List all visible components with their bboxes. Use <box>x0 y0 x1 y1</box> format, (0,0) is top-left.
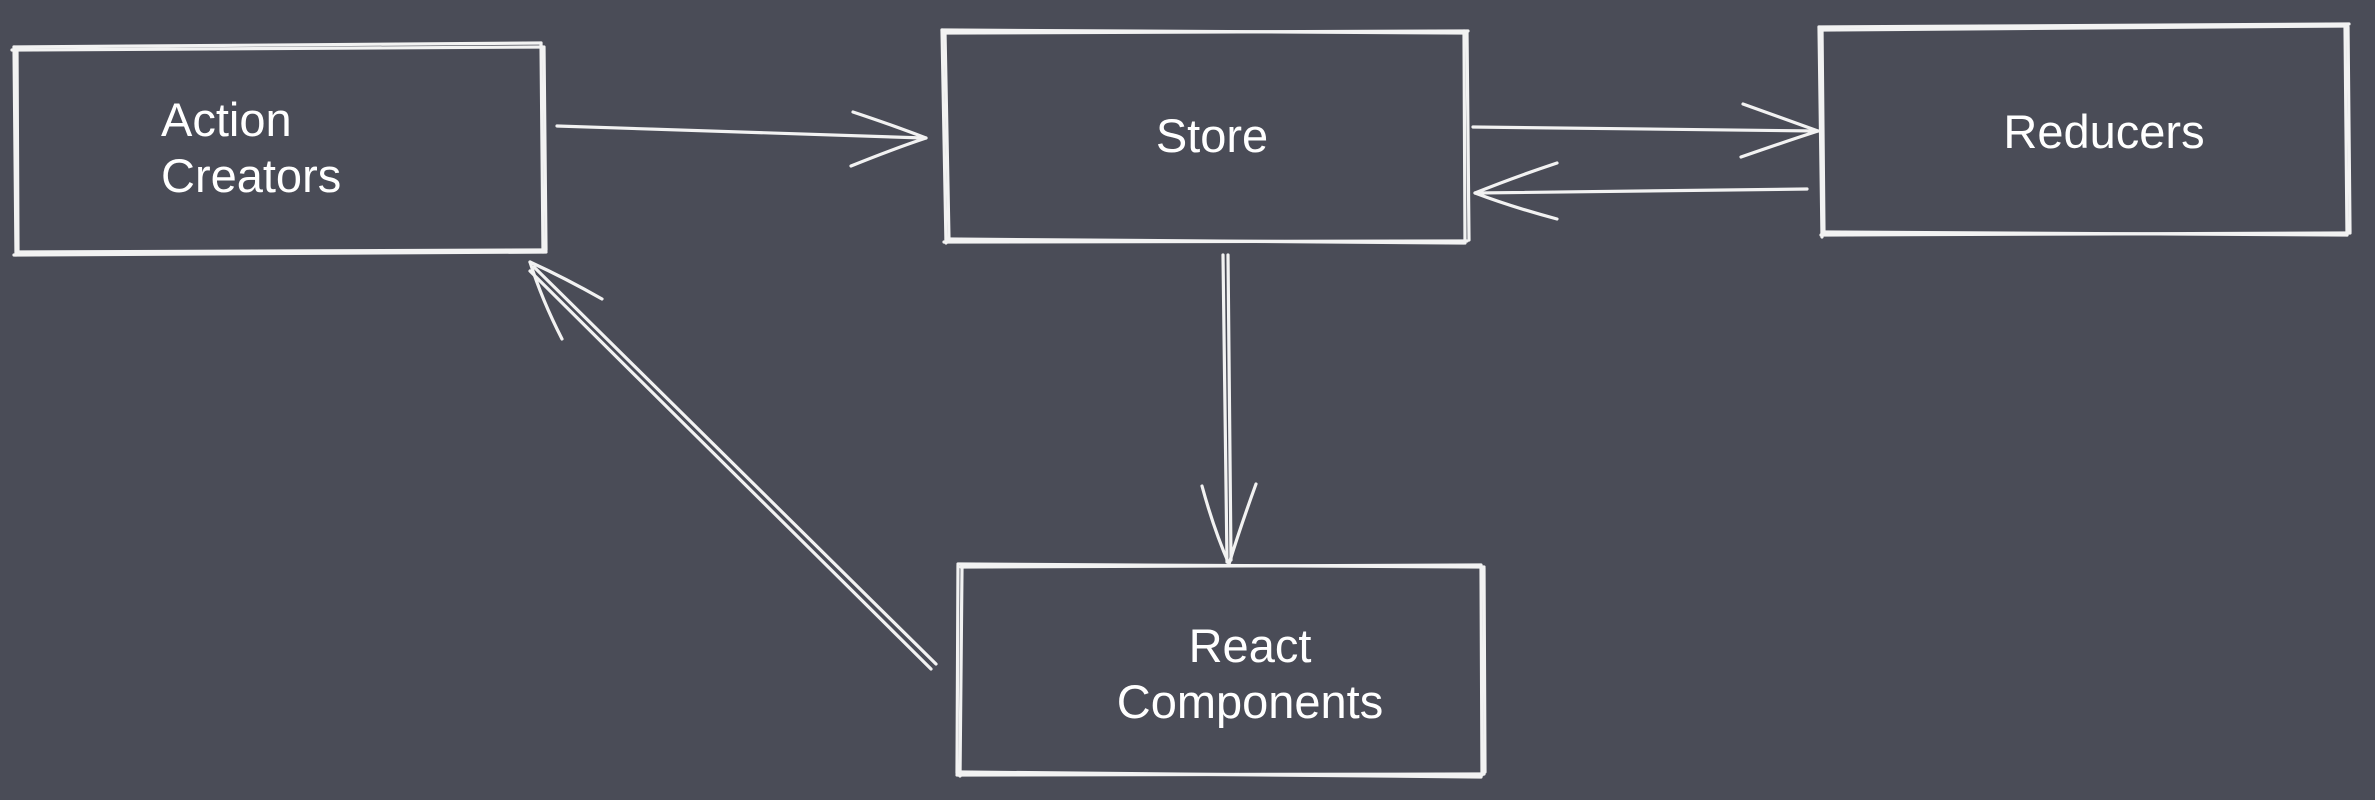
store-box <box>940 28 1471 245</box>
arrow-action-creators-to-store <box>555 110 928 168</box>
react-components-label: React Components <box>1116 619 1384 728</box>
arrow-reducers-to-store <box>1473 161 1809 221</box>
reducers-box <box>1817 22 2352 239</box>
action-creators-label: Action Creators <box>161 93 342 202</box>
store-label: Store <box>1155 109 1269 162</box>
reducers-label: Reducers <box>2003 105 2205 158</box>
action-creators-box <box>10 41 548 257</box>
react-components-box <box>955 562 1487 779</box>
arrow-store-to-react-components <box>1200 253 1258 566</box>
arrow-react-components-to-action-creators <box>528 260 938 671</box>
arrow-store-to-reducers <box>1471 102 1820 159</box>
